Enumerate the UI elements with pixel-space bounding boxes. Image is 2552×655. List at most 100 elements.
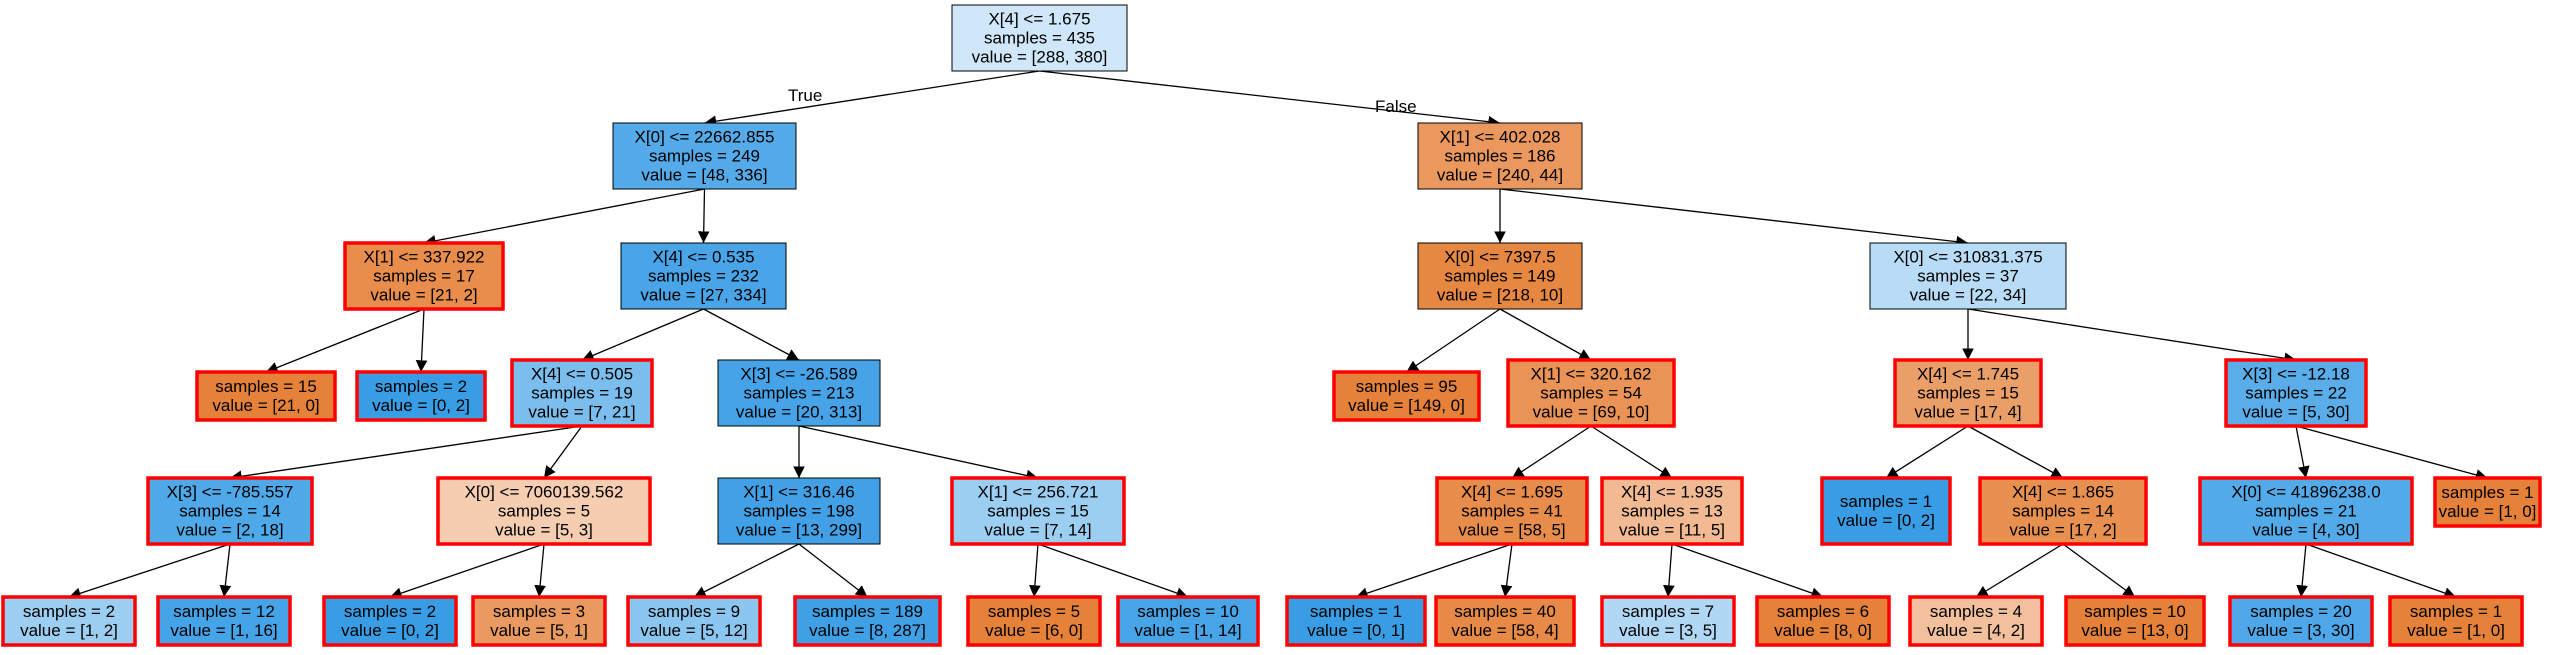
node-line: X[4] <= 0.505 (531, 365, 633, 384)
tree-edge (229, 425, 583, 483)
node-box (1893, 358, 2043, 428)
node-line: value = [22, 34] (1910, 286, 2027, 305)
node-line: samples = 37 (1917, 267, 2019, 286)
tree-edge (1029, 543, 1041, 598)
node-box (626, 595, 762, 647)
node-box (951, 4, 1128, 72)
tree-edge (389, 543, 545, 599)
node-line: X[4] <= 1.675 (988, 10, 1090, 29)
tree-edge (704, 70, 1040, 127)
node-box (1285, 595, 1427, 647)
node-line: value = [17, 2] (2009, 521, 2116, 540)
node-box (2198, 476, 2414, 546)
tree-edge (1967, 308, 2297, 364)
tree-edge (2305, 543, 2457, 599)
tree-edge (697, 188, 710, 244)
node-box (2064, 595, 2206, 647)
node-line: samples = 5 (988, 602, 1080, 621)
node-box (1417, 242, 1583, 310)
node-box (2388, 595, 2524, 647)
node-line: samples = 3 (493, 602, 585, 621)
tree-edge (1039, 70, 1501, 128)
node-line: value = [5, 12] (640, 621, 747, 640)
tree-edge (1967, 425, 2064, 479)
node-box (1820, 476, 1952, 546)
node-line: samples = 15 (1917, 384, 2019, 403)
tree-edge (1499, 308, 1592, 361)
tree-edge (543, 425, 583, 479)
tree-edge (1975, 543, 2064, 598)
node-line: X[1] <= 316.46 (743, 483, 855, 502)
node-line: value = [58, 4] (1451, 621, 1558, 640)
tree-edge (415, 308, 428, 373)
node-line: X[1] <= 337.922 (364, 248, 485, 267)
tree-edge (1500, 543, 1513, 598)
node-box (436, 476, 652, 546)
node-box (146, 476, 314, 546)
node-line: samples = 12 (173, 602, 275, 621)
node-line: samples = 20 (2250, 602, 2352, 621)
node-box (2224, 358, 2368, 428)
edge-label-false: False (1375, 97, 1417, 116)
tree-edge (1499, 188, 1969, 248)
node-line: value = [149, 0] (1348, 396, 1465, 415)
tree-edge (68, 543, 231, 599)
node-box (322, 595, 458, 647)
tree-edge (1663, 543, 1675, 598)
node-line: value = [2, 18] (176, 521, 283, 540)
node-line: samples = 149 (1444, 267, 1555, 286)
node-line: value = [0, 2] (341, 621, 439, 640)
node-line: X[1] <= 402.028 (1440, 128, 1561, 147)
node-box (1978, 476, 2148, 546)
node-line: samples = 22 (2245, 384, 2347, 403)
tree-edge (693, 543, 800, 598)
node-line: samples = 2 (375, 377, 467, 396)
node-line: samples = 435 (984, 29, 1095, 48)
node-box (950, 476, 1126, 546)
node-box (1417, 122, 1583, 190)
node-line: value = [5, 30] (2242, 403, 2349, 422)
tree-edge (798, 425, 1039, 482)
node-line: X[0] <= 41896238.0 (2231, 483, 2380, 502)
node-box (1435, 476, 1589, 546)
node-line: value = [3, 5] (1619, 621, 1717, 640)
tree-edge (2296, 543, 2308, 598)
node-box (1600, 595, 1736, 647)
tree-edge (581, 308, 704, 361)
node-line: samples = 21 (2255, 502, 2357, 521)
node-line: X[4] <= 1.935 (1621, 483, 1723, 502)
tree-edge (1885, 425, 1969, 479)
node-box (343, 241, 505, 311)
node-line: samples = 9 (648, 602, 740, 621)
node-line: value = [69, 10] (1533, 403, 1650, 422)
node-box (1869, 242, 2067, 310)
node-line: samples = 4 (1930, 602, 2022, 621)
node-line: samples = 249 (649, 147, 760, 166)
node-line: samples = 1 (1840, 492, 1932, 511)
tree-edge (1511, 425, 1592, 479)
node-line: samples = 7 (1622, 602, 1714, 621)
node-line: samples = 189 (812, 602, 923, 621)
node-line: value = [1, 0] (2439, 502, 2537, 521)
node-line: value = [21, 2] (370, 286, 477, 305)
node-line: value = [7, 21] (528, 403, 635, 422)
node-line: value = [8, 287] (809, 621, 926, 640)
node-line: samples = 15 (215, 377, 317, 396)
tree-edge (423, 188, 705, 247)
node-line: samples = 198 (743, 502, 854, 521)
